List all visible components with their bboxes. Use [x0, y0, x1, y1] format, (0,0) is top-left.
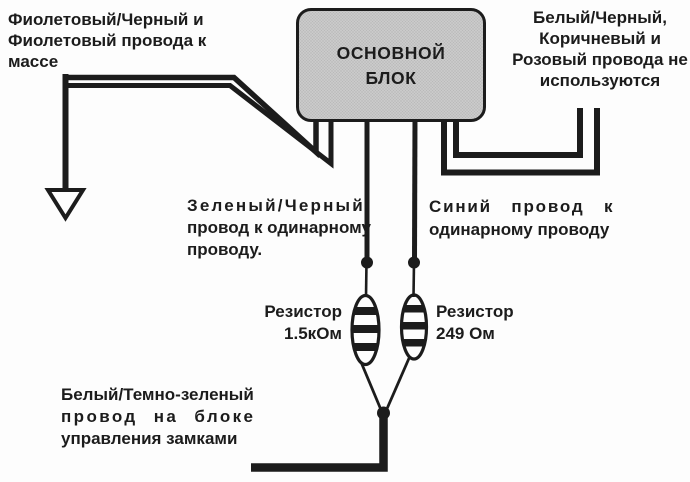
wire-unused-inner: [453, 108, 583, 158]
ground-arrow-icon: [44, 188, 87, 222]
label-ground-line3: массе: [8, 52, 59, 71]
resistor-2-lead-bottom: [384, 355, 412, 412]
label-unused-line3: Розовый провода не: [512, 50, 688, 69]
main-block-label-line1: ОСНОВНОЙ: [336, 43, 446, 63]
label-resistor-1-value: 1.5кОм: [284, 324, 342, 343]
label-ground-line2: Фиолетовый провода к: [8, 31, 207, 50]
resistor-2-lead-top: [412, 261, 416, 298]
label-lock-line2: провод на блоке: [61, 407, 256, 426]
label-blue-wire: Синий провод к одинарному проводу: [429, 195, 614, 241]
label-unused-line2: Коричневый и: [539, 29, 661, 48]
label-resistor-1-name: Резистор: [264, 302, 342, 321]
resistor-1-stripes: [352, 307, 379, 351]
wire-violet-2: [63, 83, 334, 169]
wire-violet-1: [63, 74, 319, 159]
resistor-1-lead-top: [364, 261, 368, 298]
wire-blue: [412, 117, 418, 261]
main-block: ОСНОВНОЙ БЛОК: [296, 8, 486, 122]
label-ground-wires: Фиолетовый/Черный и Фиолетовый провода к…: [8, 9, 206, 72]
label-blue-line2: одинарному проводу: [429, 220, 610, 239]
wire-unused-outer: [441, 108, 600, 176]
label-resistor-2-value: 249 Ом: [436, 324, 495, 343]
resistor-2: [399, 293, 429, 361]
label-green-black-wire: Зеленый/Черный провод к одинарному прово…: [187, 195, 371, 261]
resistor-1-lead-bottom: [359, 361, 383, 412]
label-green-black-line1: Зеленый/Черный: [187, 196, 365, 215]
label-unused-line1: Белый/Черный,: [533, 8, 667, 27]
label-blue-line1: Синий провод к: [429, 197, 615, 216]
label-resistor-2-name: Резистор: [436, 302, 514, 321]
label-green-black-line2: провод к одинарному: [187, 218, 371, 237]
label-ground-line1: Фиолетовый/Черный и: [8, 10, 204, 29]
resistor-2-stripes: [401, 305, 427, 347]
label-unused-wires: Белый/Черный, Коричневый и Розовый прово…: [510, 7, 690, 91]
label-lock-line1: Белый/Темно-зеленый: [61, 385, 254, 404]
label-resistor-1: Резистор 1.5кОм: [250, 301, 342, 345]
main-block-label-line2: БЛОК: [365, 68, 417, 88]
resistor-1: [350, 293, 381, 367]
label-lock-line3: управления замками: [61, 429, 238, 448]
wire-lock-control: [251, 412, 388, 472]
label-lock-control-wire: Белый/Темно-зеленый провод на блоке упра…: [61, 384, 255, 450]
label-resistor-2: Резистор 249 Ом: [436, 301, 514, 345]
label-unused-line4: используются: [539, 71, 661, 90]
label-green-black-line3: проводу.: [187, 240, 263, 259]
